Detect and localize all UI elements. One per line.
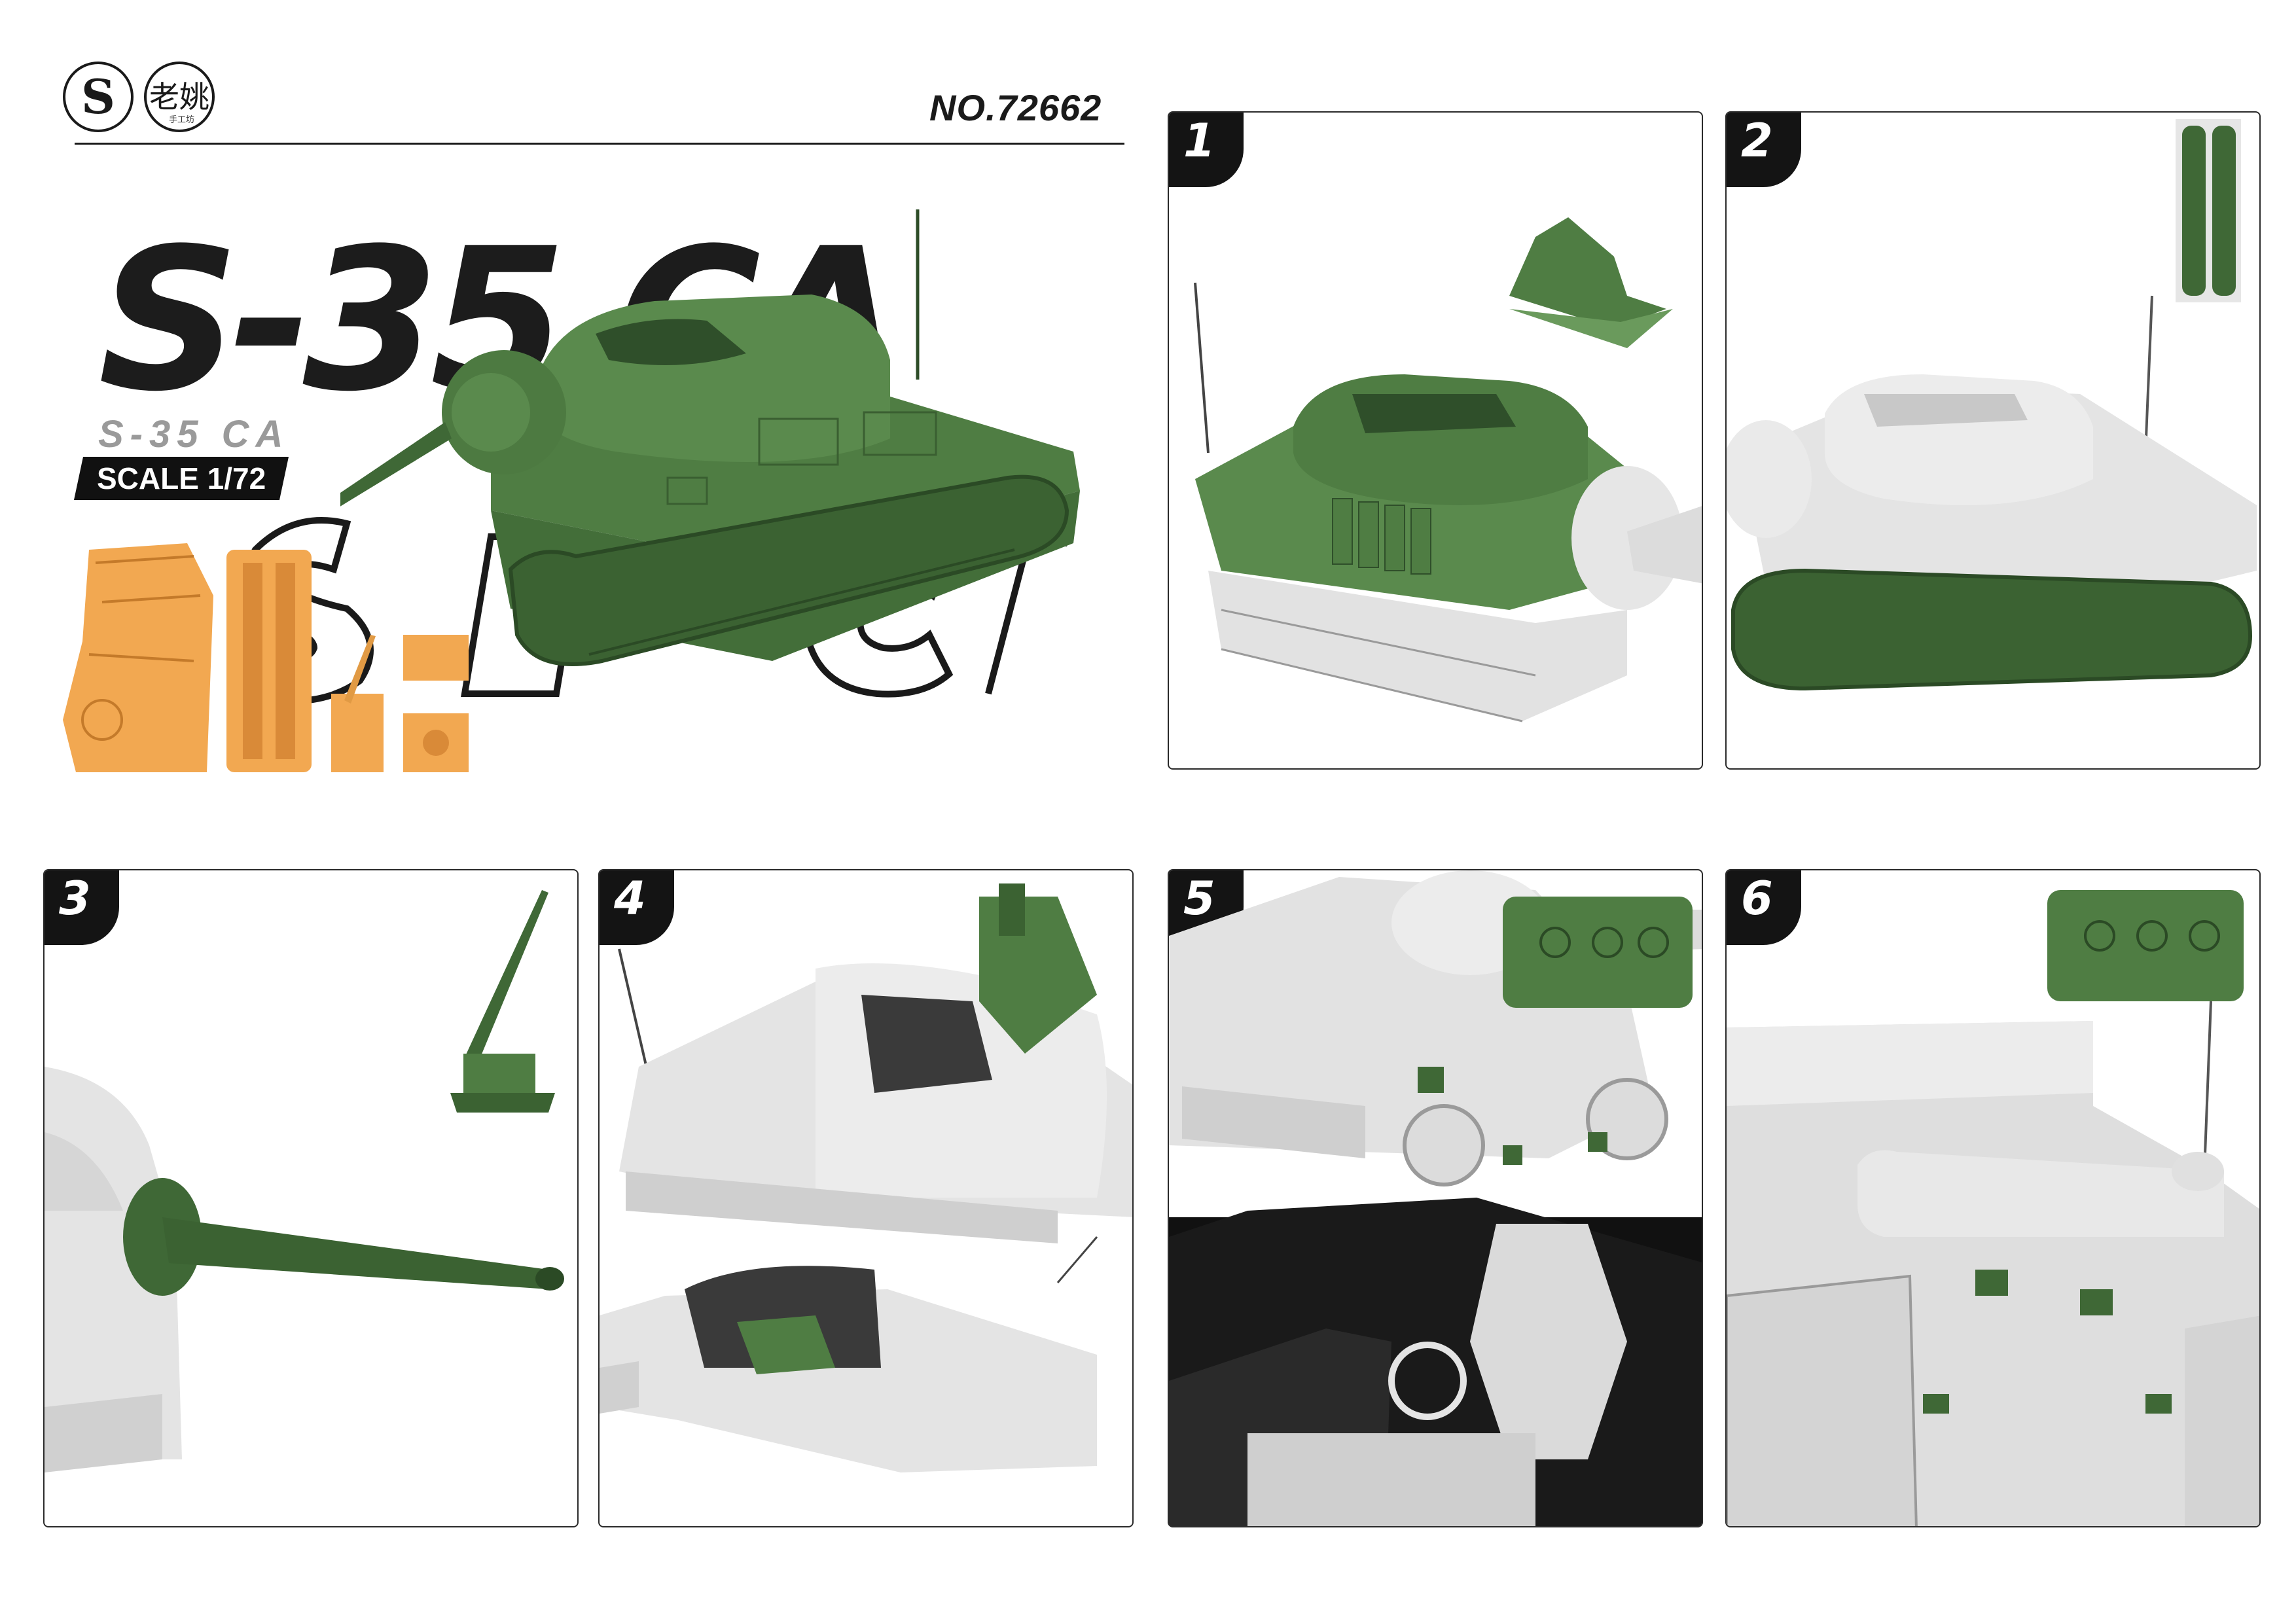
- step-badge-4: 4: [600, 870, 674, 945]
- step-panel-5: 5: [1168, 869, 1703, 1527]
- step-panel-4: 4: [598, 869, 1134, 1527]
- step-number-3: 3: [59, 872, 91, 925]
- step-number-1: 1: [1183, 114, 1215, 168]
- brand-logo-laoyao: 老姚: [144, 62, 215, 132]
- hero-resin-parts: [63, 543, 469, 772]
- step-panel-1: 1: [1168, 111, 1703, 770]
- kit-number: NO.72662: [929, 87, 1102, 128]
- step-badge-6: 6: [1727, 870, 1801, 945]
- header-divider: [75, 143, 1124, 145]
- step-panel-3: 3: [43, 869, 579, 1527]
- step-badge-3: 3: [45, 870, 119, 945]
- step-panel-2: 2: [1725, 111, 2261, 770]
- step-number-4: 4: [614, 872, 646, 925]
- brand-logo-s: S: [63, 62, 134, 132]
- step-badge-1: 1: [1169, 113, 1244, 187]
- scale-label: SCALE 1/72: [97, 461, 266, 495]
- brand-logo-letter: S: [81, 69, 115, 124]
- step-number-6: 6: [1741, 872, 1773, 925]
- step-badge-2: 2: [1727, 113, 1801, 187]
- step5-render: [1169, 870, 1702, 1526]
- step-number-5: 5: [1183, 872, 1215, 925]
- step6-render: [1727, 890, 2259, 1526]
- step1-render: [1194, 217, 1702, 722]
- brand-logo-chinese: 老姚: [149, 79, 209, 115]
- product-subtitle: S-35 CA: [98, 413, 290, 455]
- step-number-2: 2: [1741, 114, 1773, 168]
- hero-tank-render: [340, 209, 1080, 666]
- step4-render: [600, 883, 1132, 1472]
- step2-render: [1727, 119, 2257, 691]
- brand-logo-chinese-sub: 手工坊: [169, 115, 195, 124]
- step-panel-6: 6: [1725, 869, 2261, 1527]
- scale-badge: SCALE 1/72: [73, 457, 289, 500]
- step3-render: [45, 890, 564, 1472]
